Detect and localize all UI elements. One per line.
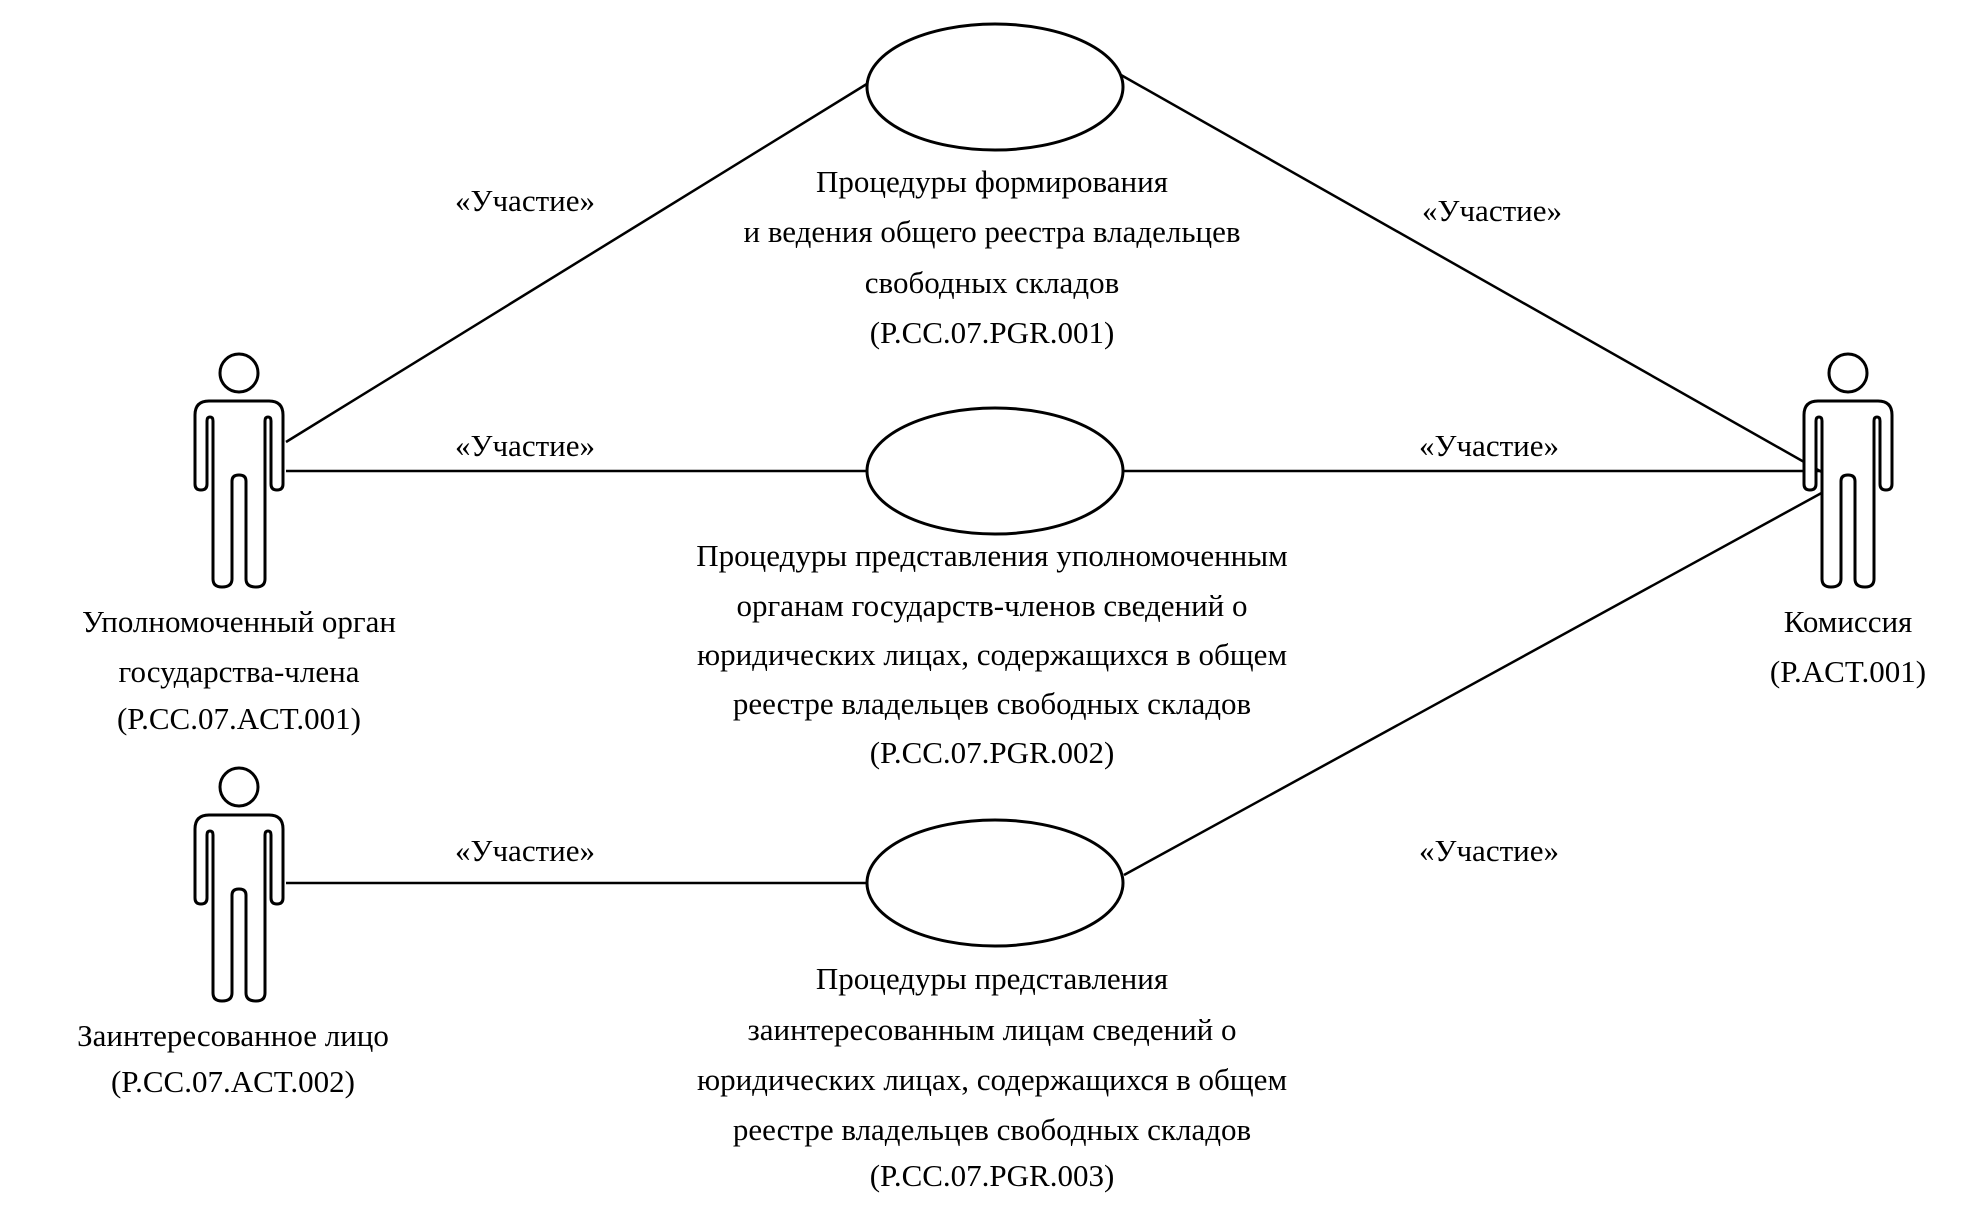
actor-label-interested-party: Заинтересованное лицо (P.CC.07.ACT.002) [77,1018,389,1099]
association-actor1-uc1 [285,80,871,444]
actor-icon-commission[interactable] [1802,352,1894,589]
label-line: (P.CC.07.ACT.002) [111,1064,355,1099]
label-line: (P.CC.07.PGR.001) [870,315,1115,350]
use-case-2[interactable] [865,406,1125,536]
stereotype-label: «Участие» [1422,193,1562,228]
actor-label-commission: Комиссия (P.ACT.001) [1770,604,1926,689]
label-line: Процедуры представления уполномоченным [696,538,1287,573]
use-case-3-label: Процедуры представления заинтересованным… [697,961,1287,1193]
label-line: (P.CC.07.PGR.002) [870,735,1115,770]
label-line: юридических лицах, содержащихся в общем [697,1062,1287,1097]
actor-icon-authorized-body[interactable] [193,352,285,589]
label-line: (P.CC.07.ACT.001) [117,701,361,736]
actor-icon-interested-party[interactable] [193,766,285,1003]
stereotype-label: «Участие» [455,183,595,218]
use-case-3[interactable] [865,818,1125,948]
label-line: Процедуры представления [816,961,1168,996]
label-line: (P.ACT.001) [1770,654,1926,689]
stereotype-label: «Участие» [1419,833,1559,868]
use-case-1-label: Процедуры формирования и ведения общего … [743,164,1240,350]
label-line: реестре владельцев свободных складов [733,686,1251,721]
label-line: Процедуры формирования [816,164,1168,199]
label-line: (P.CC.07.PGR.003) [870,1158,1115,1193]
label-line: юридических лицах, содержащихся в общем [697,637,1287,672]
use-case-2-label: Процедуры представления уполномоченным о… [696,538,1287,770]
label-line: Комиссия [1784,604,1913,639]
actor-label-authorized-body: Уполномоченный орган государства-члена (… [82,604,396,736]
association-uc1-commission [1120,73,1828,477]
label-line: и ведения общего реестра владельцев [743,214,1240,249]
label-line: Уполномоченный орган [82,604,396,639]
stereotype-label: «Участие» [1419,428,1559,463]
label-line: органам государств-членов сведений о [736,588,1247,623]
stereotype-label: «Участие» [455,428,595,463]
label-line: заинтересованным лицам сведений о [747,1012,1236,1047]
label-line: реестре владельцев свободных складов [733,1112,1251,1147]
label-line: свободных складов [865,265,1119,300]
label-line: государства-члена [119,654,360,689]
use-case-1[interactable] [865,22,1125,152]
label-line: Заинтересованное лицо [77,1018,389,1053]
association-uc3-commission [1123,488,1828,877]
stereotype-label: «Участие» [455,833,595,868]
